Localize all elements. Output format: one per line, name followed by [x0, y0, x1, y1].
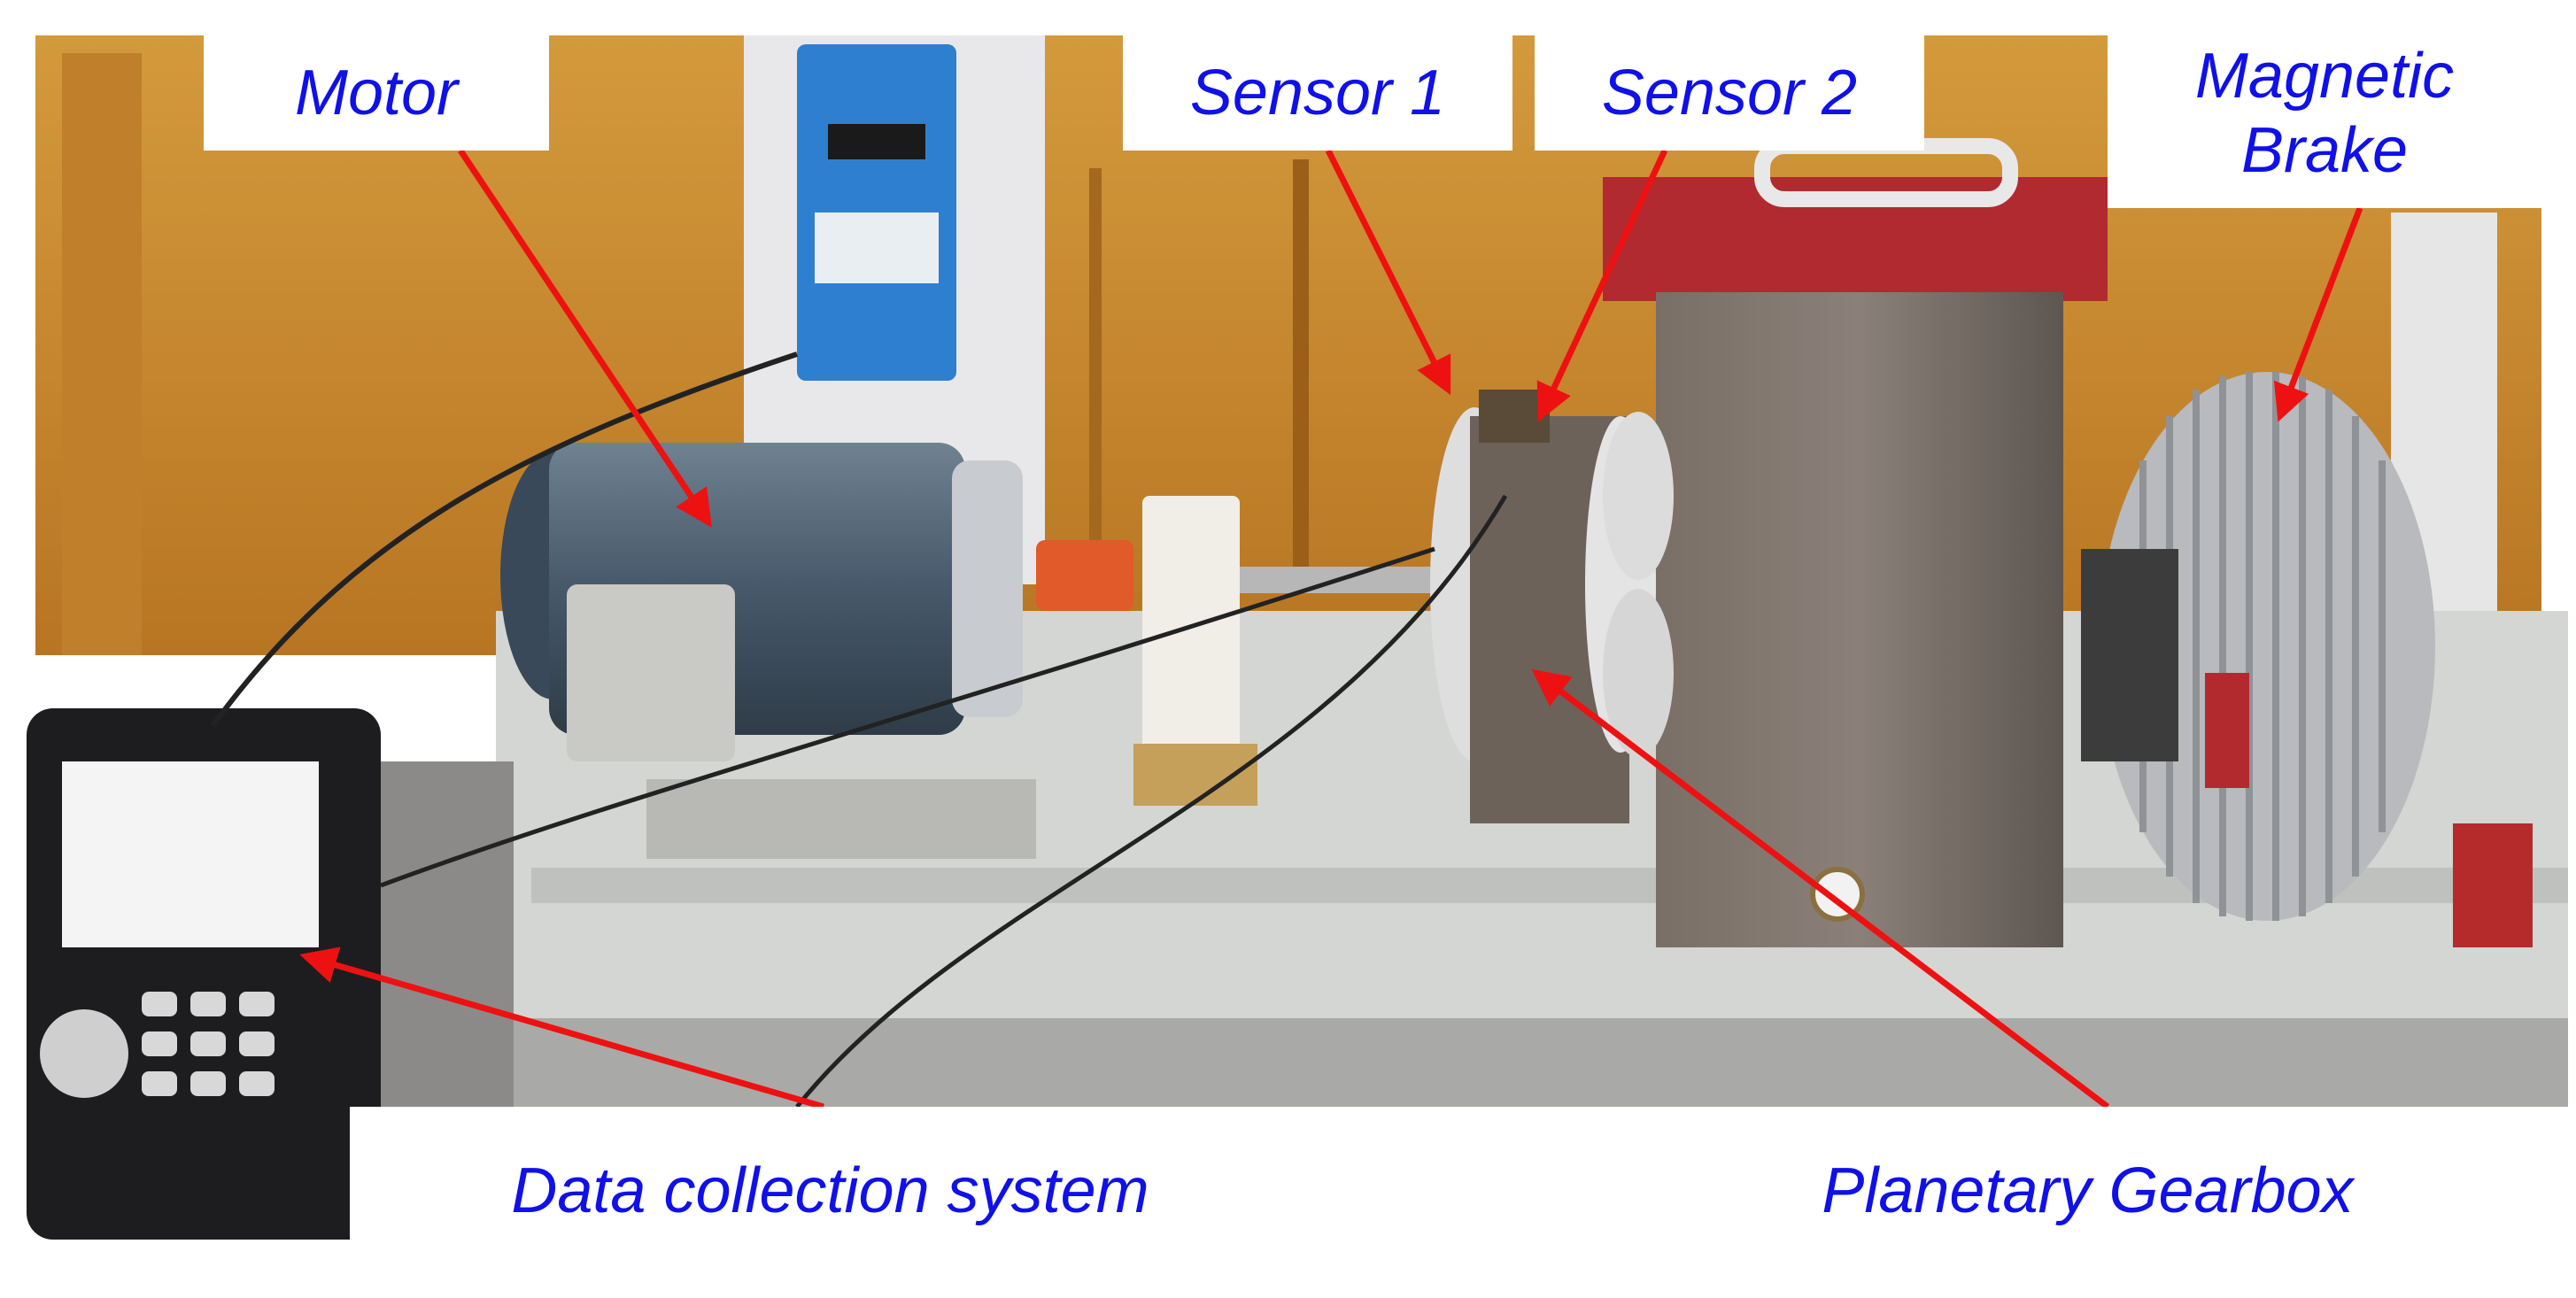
- magnetic-brake-fins: [2099, 372, 2435, 921]
- bearing-block: [1142, 496, 1240, 797]
- label-sensor-2: Sensor 2: [1535, 35, 1924, 151]
- label-gearbox-text: Planetary Gearbox: [1822, 1155, 2354, 1226]
- device-dpad: [40, 1009, 128, 1098]
- motor-front-flange: [952, 460, 1023, 717]
- signal-cable-3: [795, 494, 1508, 1109]
- label-data-collection-system: Data collection system: [350, 1107, 1311, 1275]
- signal-cable-2: [380, 546, 1435, 888]
- signal-cable-1: [210, 352, 798, 728]
- load-gearbox-port-lower: [1603, 589, 1674, 757]
- gearbox-sensor-mount: [1479, 390, 1550, 443]
- load-gearbox-port-upper: [1603, 412, 1674, 580]
- label-magnetic-brake: Magnetic Brake: [2108, 18, 2541, 208]
- label-brake-line-1: Magnetic: [2194, 40, 2455, 112]
- label-brake-line-2: Brake: [2240, 114, 2409, 186]
- vfd-logo-panel: [815, 212, 939, 283]
- motor-junction-box: [567, 584, 735, 761]
- label-sensor-1: Sensor 1: [1123, 35, 1512, 151]
- label-planetary-gearbox: Planetary Gearbox: [1674, 1107, 2502, 1275]
- bearing-base: [1133, 744, 1257, 806]
- callout-arrows: [299, 149, 2363, 1110]
- arrow-sensor2: [1536, 149, 1668, 422]
- brake-hub: [2081, 549, 2178, 761]
- wall-stripe-2: [1089, 168, 1102, 584]
- brake-red-bracket: [2205, 673, 2249, 788]
- table-shadow: [496, 1018, 2568, 1107]
- wall-stripe-1: [1293, 159, 1309, 584]
- vfd-display: [828, 124, 925, 159]
- arrow-motor: [458, 149, 712, 528]
- motor-base: [646, 779, 1036, 859]
- label-sensor-1-text: Sensor 1: [1189, 58, 1446, 128]
- label-motor-text: Motor: [294, 58, 459, 128]
- label-sensor-2-text: Sensor 2: [1601, 58, 1858, 128]
- label-motor: Motor: [204, 35, 549, 151]
- brake-base-red: [2453, 823, 2533, 947]
- load-gearbox-body: [1656, 292, 2063, 947]
- arrow-daq: [299, 946, 824, 1110]
- pressure-gauge: [1810, 867, 1865, 922]
- device-keypad: [142, 992, 275, 1096]
- device-screen: [62, 761, 319, 947]
- arrow-brake: [2273, 206, 2363, 422]
- wall-panel-left: [62, 53, 142, 655]
- label-daq-text: Data collection system: [511, 1155, 1149, 1226]
- arrow-sensor1: [1325, 149, 1451, 396]
- arrow-gearbox: [1531, 668, 2110, 1109]
- coupling: [1036, 540, 1133, 611]
